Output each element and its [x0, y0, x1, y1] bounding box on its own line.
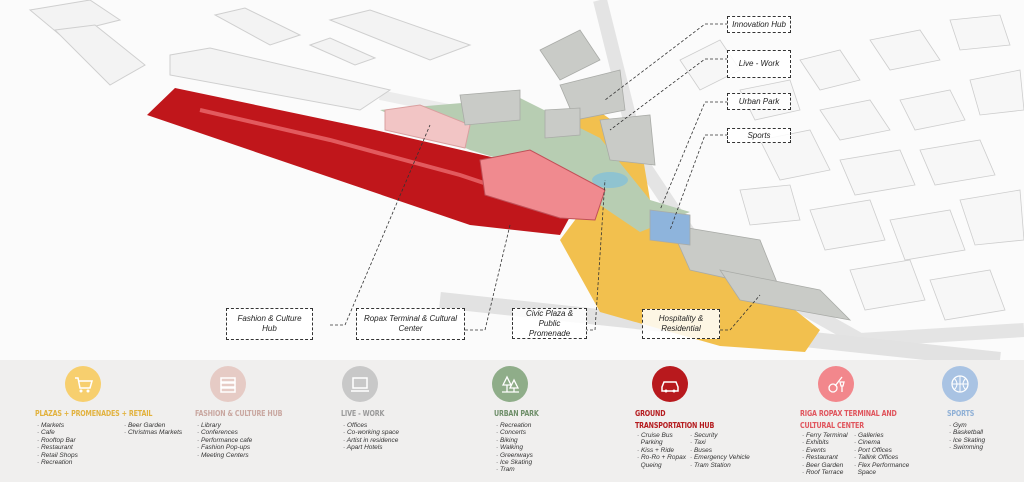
legend-item: Queing [637, 461, 662, 469]
legend-item: · Beer Garden [802, 461, 844, 469]
legend-item: · Flex Performance [854, 461, 910, 469]
legend-item: · Events [802, 446, 826, 454]
legend-item: · Tallink Offices [854, 454, 899, 462]
legend-item: · Security [690, 432, 718, 439]
pond [592, 172, 628, 188]
legend-item: · Recreation [496, 422, 532, 429]
legend-item: · Restaurant [37, 444, 73, 452]
legend-item: · Basketball [949, 429, 983, 437]
legend-item: · Port Offices [854, 446, 892, 454]
legend-item: · Christmas Markets [124, 429, 183, 437]
legend-title: LIVE - WORK [341, 409, 385, 418]
legend-item: · Retail Shops [37, 451, 78, 459]
city-blocks [679, 14, 1024, 321]
shopping-cart-icon [65, 366, 101, 402]
legend-item: · Ice Skating [496, 459, 533, 467]
legend-title: RIGA ROPAX TERMINAL AND CULTURAL CENTER [800, 409, 897, 430]
legend-item: · Biking [496, 436, 518, 444]
legend-item: · Buses [690, 446, 713, 454]
legend-item-list: · Security· Taxi· Buses· Emergency Vehic… [690, 432, 750, 469]
legend-item: Parking [637, 439, 663, 447]
legend-item: · Beer Garden [124, 422, 166, 429]
callout-sports: Sports [727, 128, 791, 143]
program-legend: PLAZAS + PROMENADES + RETAIL· Markets· C… [0, 360, 1024, 482]
legend-item: · Rooftop Bar [37, 436, 76, 444]
legend-item: · Cinema [854, 439, 881, 447]
callout-civic-plaza: Civic Plaza & Public Promenade [512, 308, 587, 339]
warehouse-buildings [28, 0, 472, 111]
legend-item: · Cafe [37, 429, 55, 437]
legend-item: · Walking [496, 444, 523, 452]
legend-item: Space [854, 469, 877, 477]
legend-item-list: · Galleries· Cinema· Port Offices· Talli… [854, 432, 909, 476]
site-plan-map [28, 0, 1024, 360]
laptop-icon [342, 366, 378, 402]
legend-item: · Artist in residence [343, 436, 399, 444]
car-icon [652, 366, 688, 402]
legend-item: · Restaurant [802, 454, 838, 462]
legend-item: · Ice Skating [949, 436, 986, 444]
legend-item: · Performance cafe [197, 436, 253, 444]
legend-title: SPORTS [947, 409, 975, 418]
legend-item: · Library [197, 422, 221, 429]
legend-item: · Tram [496, 466, 515, 474]
legend-item-list: · Cruise Bus Parking· Kiss + Ride· Ro-Ro… [637, 432, 686, 469]
legend-item: · Recreation [37, 459, 73, 467]
legend-item: · Tram Station [690, 461, 731, 469]
leader-lines [330, 23, 761, 331]
legend-item: · Roof Terrace [802, 469, 844, 477]
guitar-wine-icon [818, 366, 854, 402]
legend-item-list: · Ferry Terminal· Exhibits· Events· Rest… [802, 432, 848, 476]
legend-item: · Emergency Vehicle [690, 454, 750, 462]
legend-title: GROUND TRANSPORTATION HUB [635, 409, 715, 430]
legend-title: URBAN PARK [494, 409, 539, 418]
legend-item: · Taxi [690, 439, 706, 447]
legend-item: · Fashion Pop-ups [197, 444, 251, 452]
legend-item: · Galleries [854, 432, 884, 439]
ropax-terminal-building [479, 149, 606, 221]
legend-item: · Swimming [949, 444, 983, 452]
callout-ropax-terminal: Ropax Terminal & Cultural Center [356, 308, 465, 340]
callout-innovation-hub: Innovation Hub [727, 16, 791, 33]
legend-item-list: · Beer Garden· Christmas Markets [124, 422, 182, 437]
legend-item-list: · Markets· Cafe· Rooftop Bar· Restaurant… [37, 422, 78, 466]
fashion-hub-building [384, 104, 471, 149]
legend-item: · Markets [37, 422, 65, 429]
callout-live-work: Live - Work [727, 50, 791, 78]
legend-item: · Apart Hotels [343, 444, 383, 452]
legend-title: FASHION & CULTURE HUB [195, 409, 283, 418]
legend-item: · Greenways [496, 451, 533, 459]
district-buildings [459, 29, 852, 321]
legend-item: · Ferry Terminal [802, 432, 848, 439]
legend-item-list: · Gym· Basketball· Ice Skating· Swimming [949, 422, 985, 452]
legend-item: · Gym [949, 422, 967, 429]
trees-icon [492, 366, 528, 402]
legend-item: · Cruise Bus [637, 432, 673, 439]
fabric-stack-icon [210, 366, 246, 402]
legend-item: · Meeting Centers [197, 451, 249, 459]
legend-item: · Concerts [496, 429, 526, 437]
legend-item-list: · Recreation· Concerts· Biking· Walking·… [496, 422, 533, 474]
legend-item: · Conferences [197, 429, 238, 437]
legend-item: · Exhibits [802, 439, 829, 447]
callout-urban-park: Urban Park [727, 93, 791, 110]
legend-item-list: · Offices· Co-working space· Artist in r… [343, 422, 399, 452]
legend-item: · Ro-Ro + Ropax [637, 454, 686, 462]
basketball-icon [942, 366, 978, 402]
callout-hospitality: Hospitality & Residential [642, 309, 720, 339]
legend-item: · Kiss + Ride [637, 446, 675, 454]
legend-title: PLAZAS + PROMENADES + RETAIL [35, 409, 153, 418]
callout-fashion-culture-hub: Fashion & Culture Hub [226, 308, 313, 340]
legend-item: · Offices [343, 422, 368, 429]
legend-item: · Co-working space [343, 429, 399, 437]
legend-item-list: · Library· Conferences· Performance cafe… [197, 422, 252, 459]
